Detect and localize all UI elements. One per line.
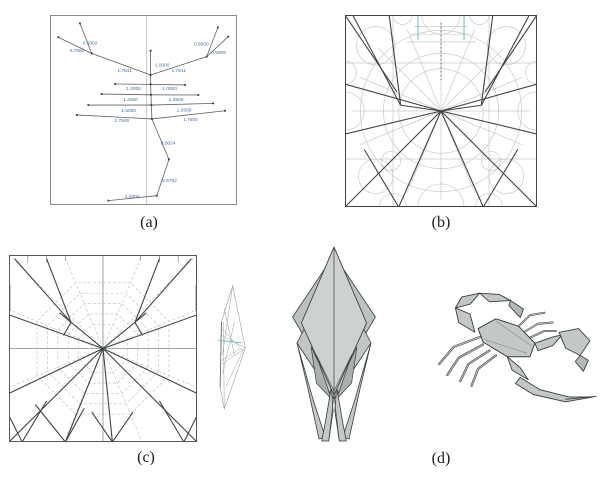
- tree-node-marker: [79, 22, 81, 25]
- tree-node-marker: [90, 52, 93, 55]
- tree-node-marker: [212, 102, 215, 105]
- edge-length-label: 1.5000: [177, 108, 192, 114]
- edge-length-label: 1.7500: [183, 117, 198, 123]
- edge-length-label: 0.5006: [211, 50, 226, 56]
- tree-node-marker: [151, 118, 153, 120]
- square-border: [9, 255, 197, 442]
- crease-ring: [47, 292, 159, 405]
- scorpion-tail-segment-3: [479, 292, 511, 303]
- scorpion-body: [477, 318, 536, 358]
- tree-node-marker: [205, 55, 208, 58]
- scorpion-tail-segment-2: [454, 292, 481, 309]
- scorpion-tail-segment-1: [454, 307, 476, 333]
- scorpion-stinger: [508, 300, 524, 319]
- edge-length-label: 1.5000: [121, 108, 136, 114]
- tree-edge: [150, 56, 207, 76]
- tree-node-marker: [184, 84, 186, 86]
- base-side-view-spine: [219, 321, 222, 388]
- square-border: [345, 15, 537, 207]
- base-side-view-svg: [217, 285, 246, 410]
- tree-edge: [79, 23, 93, 54]
- edge-length-label: 1.2500: [123, 97, 138, 103]
- tree-node-marker: [217, 26, 219, 29]
- tree-edge: [150, 83, 186, 86]
- tree-node-marker: [150, 104, 153, 106]
- edge-length-label: 0.5002: [83, 40, 98, 46]
- edge-length-label: 0.5024: [161, 141, 176, 147]
- tree-node-marker: [168, 158, 170, 161]
- tree-edge: [101, 93, 151, 96]
- caption-a: (a): [140, 214, 158, 231]
- scorpion-model-svg: [438, 292, 597, 403]
- tree-edge: [151, 118, 170, 160]
- tree-node-marker: [149, 74, 152, 76]
- scorpion-body-facet: [484, 339, 528, 354]
- scorpion-lower-claw: [514, 376, 594, 403]
- tree-node-marker: [197, 94, 200, 96]
- tree-node-marker: [224, 109, 226, 112]
- tree-edge: [151, 110, 226, 120]
- edge-length-label: 0.7860: [70, 48, 85, 54]
- base-side-view-accent: [217, 339, 242, 344]
- tree-node-marker: [57, 36, 60, 39]
- caption-d: (d): [431, 450, 451, 467]
- edge-length-label: 1.0000: [155, 63, 170, 69]
- tree-edge: [108, 195, 157, 202]
- tree-node-marker: [114, 83, 116, 85]
- crease-ring: [36, 282, 170, 415]
- edge-length-label: 1.0000: [162, 86, 177, 92]
- edge-length-label: 1.2500: [169, 97, 184, 103]
- tree-edge: [58, 36, 92, 54]
- scorpion-claw-pincer: [574, 354, 589, 372]
- tree-node-marker: [149, 49, 152, 52]
- square-border: [50, 15, 237, 205]
- crease-ring: [67, 313, 139, 384]
- edge-length-label: 1.0000: [126, 86, 141, 92]
- tree-node-marker: [150, 93, 152, 96]
- tree-graph-svg: 1.00001.78410.50020.78601.78110.50000.50…: [50, 15, 237, 205]
- crease-pattern-b-svg: [345, 15, 537, 207]
- edge-length-label: 0.5000: [194, 41, 209, 47]
- tree-edge: [206, 27, 219, 57]
- tree-node-marker: [87, 104, 90, 106]
- crease-pattern-c-svg: [9, 255, 197, 442]
- tree-node-marker: [227, 35, 230, 38]
- tree-edge: [76, 114, 152, 120]
- scorpion-claw-arm: [534, 334, 563, 352]
- edge-length-label: 1.0000: [125, 194, 140, 200]
- edge-length-label: 1.7841: [117, 68, 132, 74]
- tree-node-marker: [75, 114, 78, 116]
- edge-length-label: 1.7500: [115, 118, 130, 124]
- tree-edge: [206, 36, 229, 57]
- base-side-view-outline: [219, 285, 246, 410]
- scorpion-lower-claw-tip: [565, 395, 597, 400]
- edge-length-label: 0.5752: [162, 178, 177, 184]
- tree-node-marker: [155, 194, 158, 197]
- caption-c: (c): [137, 449, 155, 466]
- tree-edge: [150, 105, 153, 119]
- caption-b: (b): [431, 214, 451, 231]
- edge-length-label: 1.7811: [172, 68, 187, 74]
- tree-edge: [91, 53, 151, 76]
- tree-edge: [156, 159, 170, 196]
- scorpion-lower-segment: [506, 356, 529, 381]
- tree-edge: [151, 102, 214, 106]
- tree-node-marker: [100, 93, 103, 95]
- scorpion-claw: [558, 328, 591, 356]
- folded-base-svg: [292, 246, 376, 442]
- tree-node-marker: [107, 199, 110, 202]
- tree-node-marker: [149, 83, 152, 86]
